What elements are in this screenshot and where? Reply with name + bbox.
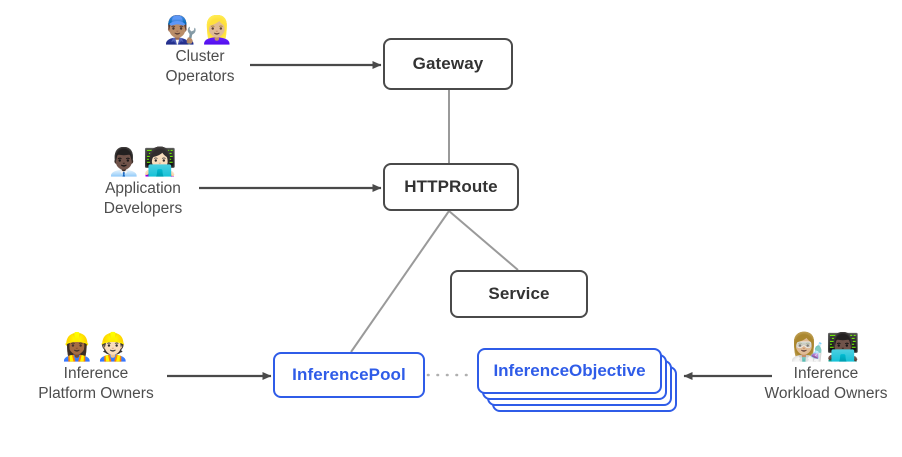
node-service-label: Service: [488, 284, 550, 303]
node-httproute-label: HTTPRoute: [404, 177, 498, 196]
cluster-operators-label: Cluster Operators: [165, 48, 235, 85]
node-gateway-label: Gateway: [412, 54, 484, 73]
node-inferenceobjective[interactable]: InferenceObjective: [477, 348, 662, 394]
persona-cluster-operators: 👨🏽‍🔧👱🏼‍♀️ Cluster Operators: [134, 16, 266, 86]
node-inferencepool[interactable]: InferencePool: [273, 352, 425, 398]
application-developers-label: Application Developers: [103, 180, 183, 217]
node-service[interactable]: Service: [450, 270, 588, 318]
node-gateway[interactable]: Gateway: [383, 38, 513, 90]
node-inferenceobjective-stack[interactable]: InferenceObjective: [477, 348, 677, 412]
edge-httproute-to-inferencepool: [350, 210, 450, 353]
node-httproute[interactable]: HTTPRoute: [383, 163, 519, 211]
inference-platform-owners-icon: 👷🏾‍♀️👷🏻: [60, 332, 132, 362]
edge-httproute-to-service: [448, 210, 519, 271]
application-developers-icon: 👨🏿‍💼👩🏻‍💻: [107, 147, 179, 177]
persona-application-developers: 👨🏿‍💼👩🏻‍💻 Application Developers: [72, 148, 214, 218]
node-inferenceobjective-label: InferenceObjective: [493, 361, 646, 380]
persona-inference-platform-owners: 👷🏾‍♀️👷🏻 Inference Platform Owners: [20, 333, 172, 403]
node-inferencepool-label: InferencePool: [292, 365, 406, 384]
inference-platform-owners-label: Inference Platform Owners: [38, 365, 154, 402]
inference-workload-owners-icon: 👩🏼‍🔬👨🏿‍💻: [790, 332, 862, 362]
inference-workload-owners-label: Inference Workload Owners: [764, 365, 888, 402]
persona-inference-workload-owners: 👩🏼‍🔬👨🏿‍💻 Inference Workload Owners: [750, 333, 902, 403]
cluster-operators-icon: 👨🏽‍🔧👱🏼‍♀️: [164, 15, 236, 45]
